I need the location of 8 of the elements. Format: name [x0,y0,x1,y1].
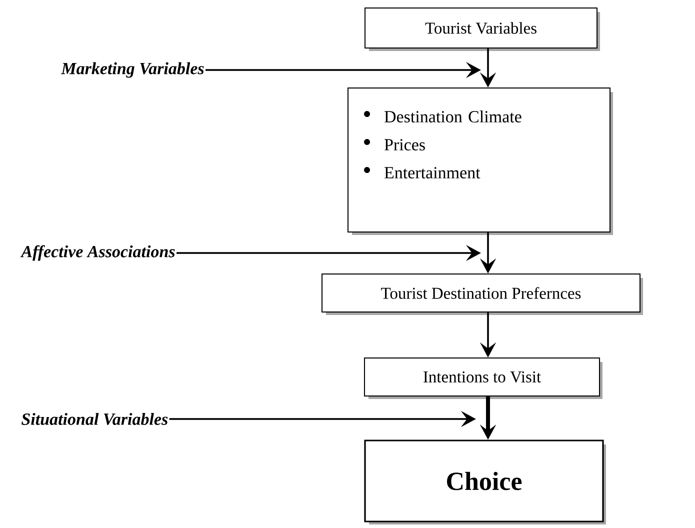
process-box: Intentions to Visit [364,358,602,399]
process-box: Tourist Variables [364,8,600,51]
side-label: Affective Associations [20,245,175,261]
list-box: Destination Climate Prices Entertainment [348,88,613,235]
process-box: Tourist Destination Prefernces [322,274,643,315]
side-label: Situational Variables [22,412,168,426]
process-box: Choice [364,440,606,524]
side-label: Marketing Variables [60,62,204,78]
